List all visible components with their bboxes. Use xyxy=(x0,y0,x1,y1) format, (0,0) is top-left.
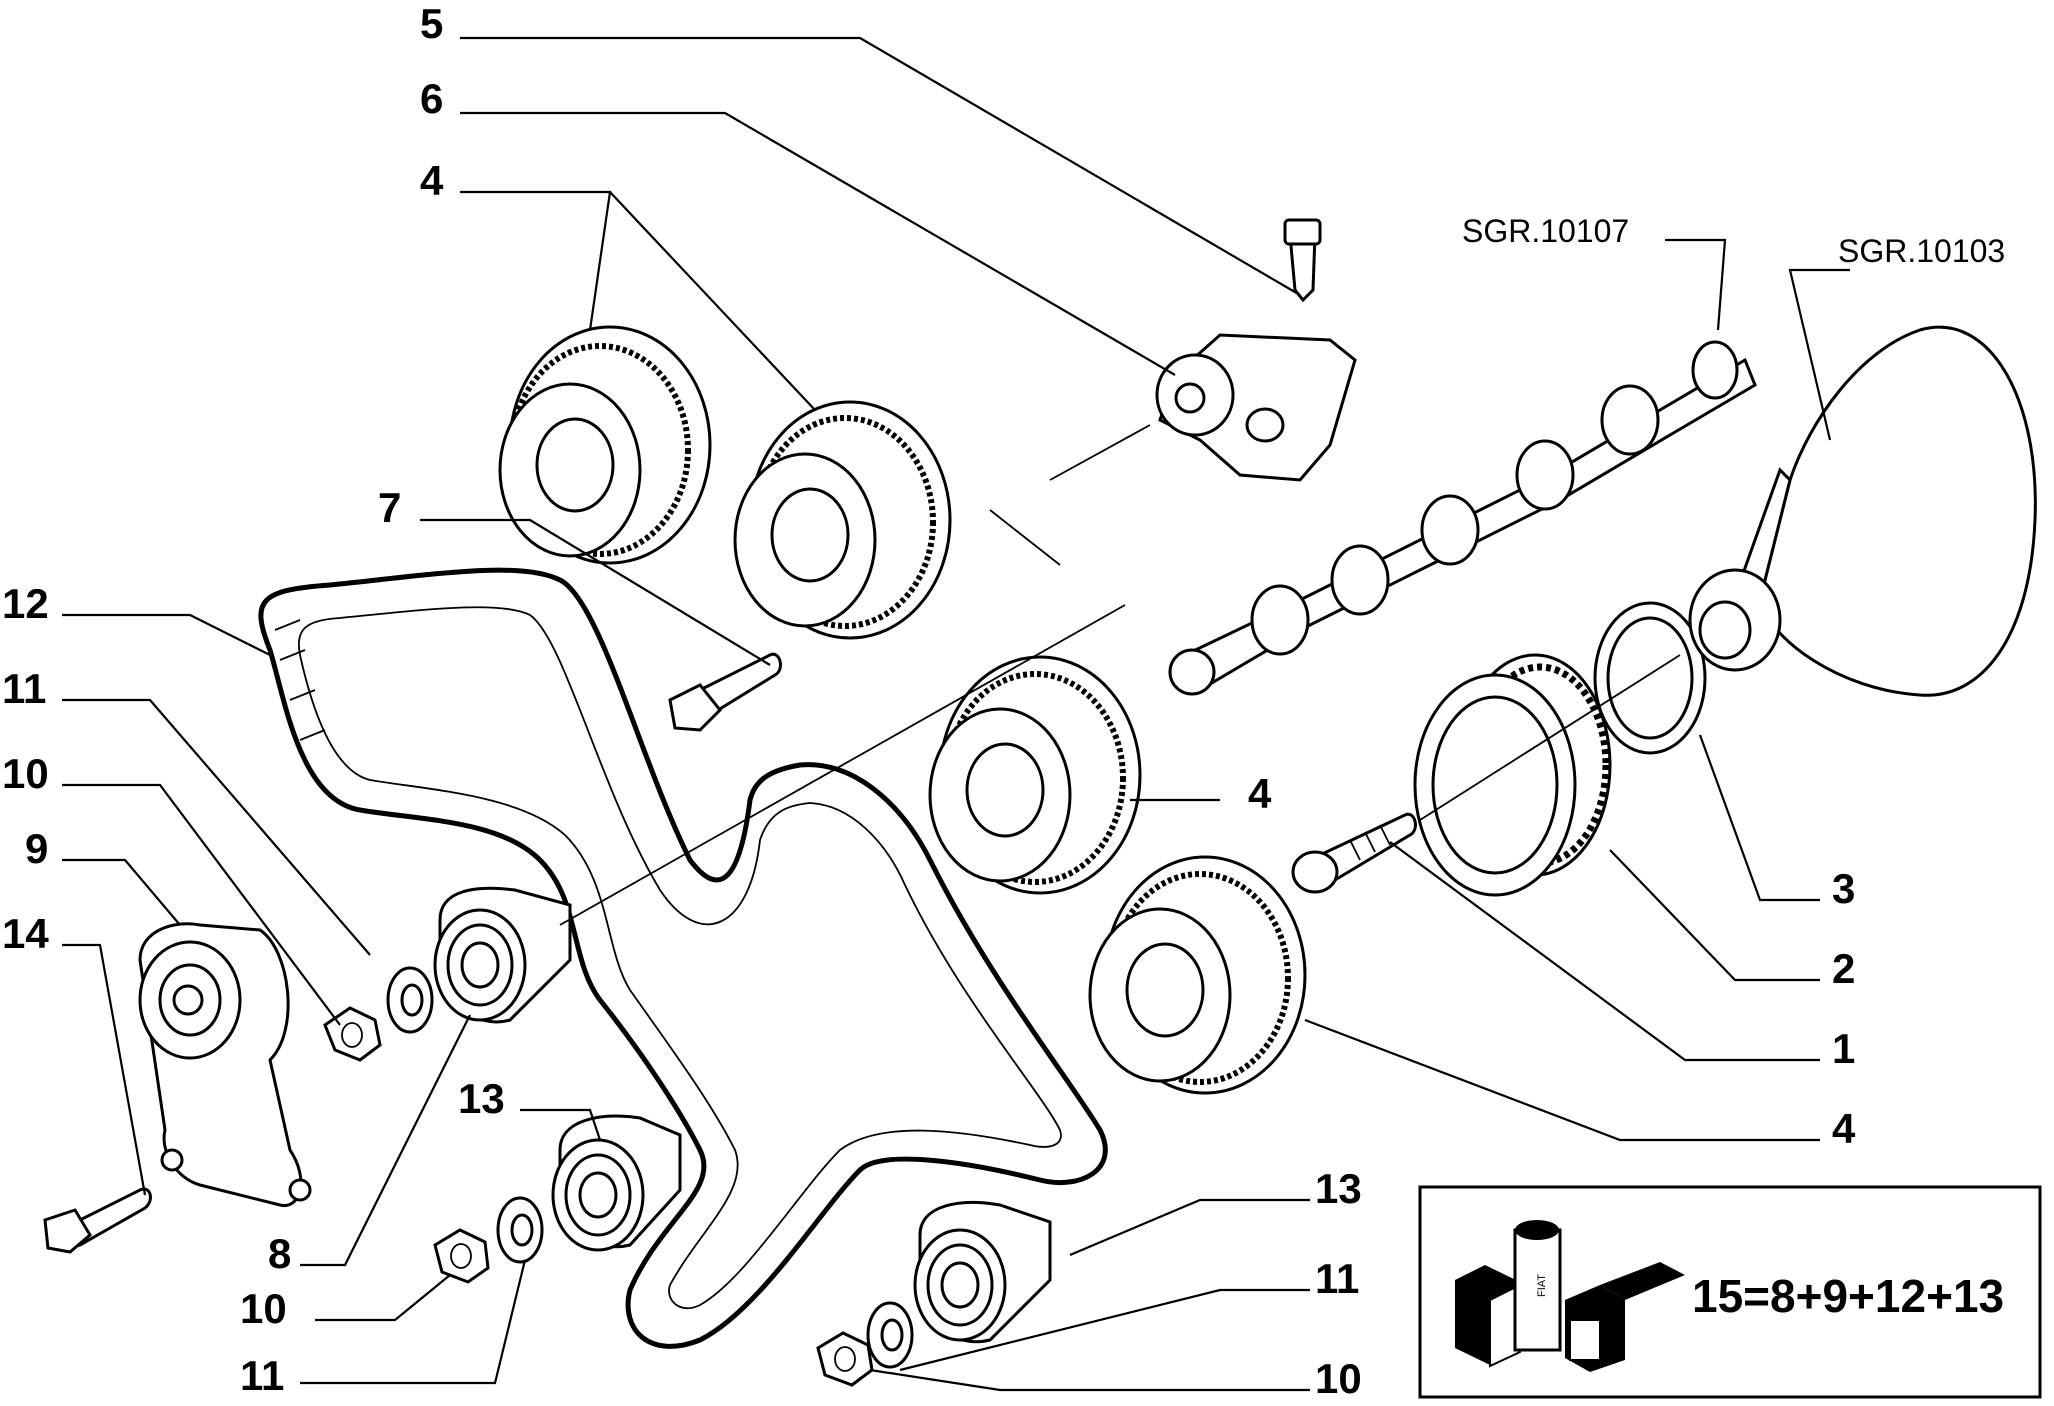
nut-10-upper xyxy=(323,1006,382,1062)
label-4-bottom: 4 xyxy=(1832,1105,1856,1152)
crankshaft-bolt xyxy=(1291,812,1417,894)
leader-lines xyxy=(62,36,1850,1392)
label-4-middle: 4 xyxy=(1248,770,1272,817)
label-1: 1 xyxy=(1832,1025,1855,1072)
callout-labels: 5 6 4 7 12 11 10 9 14 4 3 2 1 4 13 8 10 … xyxy=(2,0,2005,1402)
washer-11-middle xyxy=(496,1196,544,1264)
kit-brand-mark: FIAT xyxy=(1536,1274,1548,1297)
crankshaft xyxy=(1688,325,2037,697)
tensioner-assembly xyxy=(138,922,312,1207)
kit-formula: 15=8+9+12+13 xyxy=(1692,1270,2004,1322)
label-11-upper: 11 xyxy=(2,665,46,712)
nut-10-lower xyxy=(816,1331,874,1387)
label-14: 14 xyxy=(2,910,49,957)
camshaft-sprocket-upper-left xyxy=(498,325,712,565)
crankshaft-sprocket xyxy=(1413,653,1612,897)
tensioner-pulley-8 xyxy=(433,886,572,1024)
camshaft xyxy=(1168,340,1757,696)
idler-pulley-13-right xyxy=(913,1201,1052,1344)
camshaft-sprocket-middle xyxy=(928,655,1142,895)
label-11-right: 11 xyxy=(1315,1255,1359,1302)
sprocket-bolt xyxy=(668,652,782,732)
kit-icon: FIAT xyxy=(1455,1220,1685,1372)
nut-10-middle xyxy=(433,1228,490,1284)
ref-camshaft: SGR.10107 xyxy=(1462,213,1629,249)
ref-crankshaft: SGR.10103 xyxy=(1838,233,2005,269)
crankshaft-seal-ring xyxy=(1593,601,1707,755)
label-3: 3 xyxy=(1832,865,1855,912)
label-10-middle: 10 xyxy=(240,1285,287,1332)
label-4-top: 4 xyxy=(420,157,444,204)
idler-pulley-13-left xyxy=(551,1114,682,1252)
label-10-upper: 10 xyxy=(2,750,49,797)
label-10-right: 10 xyxy=(1315,1355,1362,1402)
label-8: 8 xyxy=(268,1230,291,1277)
washer-11-lower xyxy=(866,1301,914,1369)
camshaft-sprocket-upper-right xyxy=(733,400,952,640)
label-9: 9 xyxy=(25,825,48,872)
label-2: 2 xyxy=(1832,945,1855,992)
alignment-lines xyxy=(559,424,1681,926)
label-6: 6 xyxy=(420,75,443,122)
tensioner-bolt xyxy=(43,1187,152,1254)
kit-box: FIAT 15=8+9+12+13 xyxy=(1418,1185,2042,1399)
label-7: 7 xyxy=(378,484,401,531)
label-5: 5 xyxy=(420,0,443,47)
tensioner-screw xyxy=(1283,218,1322,303)
timing-belt xyxy=(258,567,1108,1349)
label-13-left: 13 xyxy=(458,1075,505,1122)
camshaft-sprocket-lower xyxy=(1088,855,1307,1095)
washer-11-upper xyxy=(386,966,434,1034)
label-11-lower: 11 xyxy=(240,1352,284,1399)
label-13-right: 13 xyxy=(1315,1165,1362,1212)
label-12: 12 xyxy=(2,580,49,627)
tensioner-bracket xyxy=(1155,333,1357,482)
